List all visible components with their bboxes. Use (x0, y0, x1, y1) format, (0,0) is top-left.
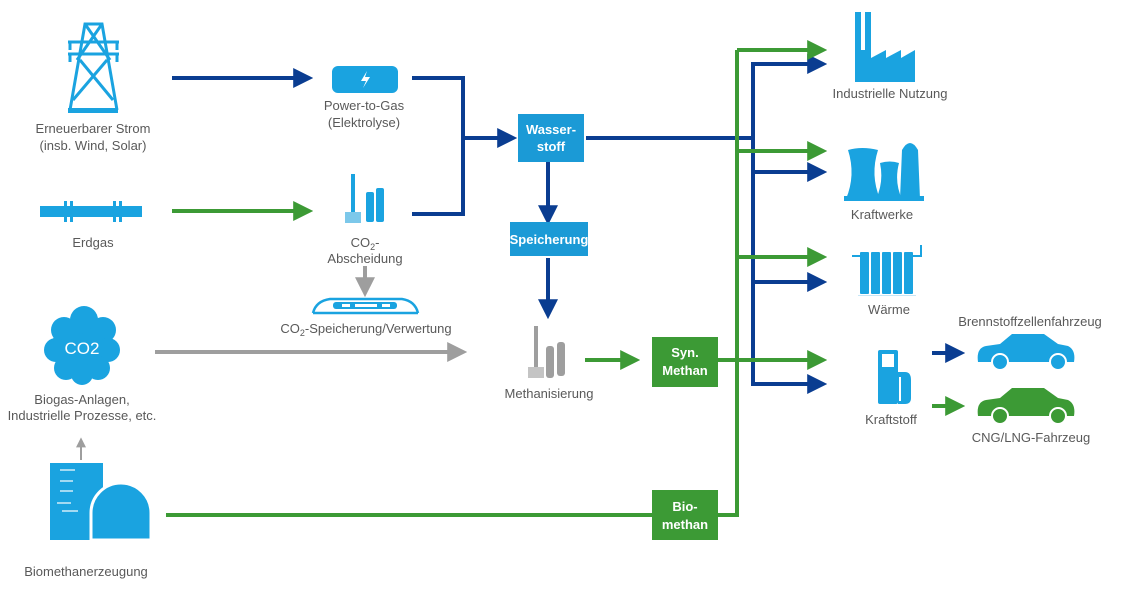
bio-methan-line1: Bio- (672, 499, 697, 514)
syn-methan-line1: Syn. (671, 345, 698, 360)
power-plant-icon (844, 143, 924, 201)
co2-cloud-icon (44, 306, 120, 385)
sink-kraftwerke: Kraftwerke (844, 143, 924, 222)
radiator-icon (852, 245, 922, 296)
fuel-pump-icon (878, 350, 911, 404)
flow-lines (76, 40, 966, 517)
wasserstoff-line1: Wasser- (526, 122, 576, 137)
co2-cloud-text: CO2 (65, 339, 100, 358)
sink-waerme: Wärme (852, 245, 922, 317)
power-pylon-icon (68, 22, 119, 113)
strom-label-line1: Erneuerbarer Strom (36, 121, 151, 136)
line-ptg-to-junction (412, 76, 465, 216)
process-ptg: Power-to-Gas (Elektrolyse) (324, 66, 405, 130)
pipeline-icon (40, 201, 142, 222)
box-bio-methan: Bio- methan (652, 490, 718, 540)
line-green-distribution (718, 50, 739, 517)
box-wasserstoff: Wasser- stoff (518, 114, 584, 162)
electrolyser-icon (332, 66, 398, 93)
biomethan-source-label: Biomethanerzeugung (24, 564, 148, 579)
erdgas-label: Erdgas (72, 235, 114, 250)
fcev-label: Brennstoffzellenfahrzeug (958, 314, 1102, 329)
source-strom: Erneuerbarer Strom (insb. Wind, Solar) (36, 22, 151, 153)
ptg-label-line2: (Elektrolyse) (328, 115, 400, 130)
strom-label-line2: (insb. Wind, Solar) (40, 138, 147, 153)
sink-kraftstoff: Kraftstoff (865, 350, 917, 427)
industrie-label: Industrielle Nutzung (833, 86, 948, 101)
storage-tank-icon (311, 297, 420, 315)
sink-fcev: Brennstoffzellenfahrzeug (958, 314, 1102, 371)
box-syn-methan: Syn. Methan (652, 337, 718, 387)
sink-cng: CNG/LNG-Fahrzeug (972, 388, 1090, 445)
syn-methan-line2: Methan (662, 363, 708, 378)
wasserstoff-line2: stoff (537, 139, 566, 154)
waerme-label: Wärme (868, 302, 910, 317)
source-co2: CO2 Biogas-Anlagen, Industrielle Prozess… (8, 306, 157, 423)
sink-industrie: Industrielle Nutzung (833, 12, 948, 101)
source-erdgas: Erdgas (40, 201, 142, 250)
co2-source-line1: Biogas-Anlagen, (34, 392, 129, 407)
kraftstoff-label: Kraftstoff (865, 412, 917, 427)
biogas-plant-icon (50, 463, 153, 542)
box-speicherung: Speicherung (510, 222, 589, 256)
co2-capture-label-line2: Abscheidung (327, 251, 402, 266)
process-co2-capture: CO2- Abscheidung (327, 174, 403, 266)
industry-plant-icon (345, 174, 384, 223)
car-icon (977, 388, 1075, 425)
co2-storage-label: CO2-Speicherung/Verwertung (280, 321, 451, 338)
process-methanisierung: Methanisierung (505, 326, 594, 401)
source-biomethan: Biomethanerzeugung (24, 463, 153, 579)
line-blue-distribution (751, 62, 828, 394)
factory-icon (855, 12, 915, 82)
ptg-label-line1: Power-to-Gas (324, 98, 405, 113)
co2-capture-label-line1: CO2- (351, 235, 380, 252)
kraftwerke-label: Kraftwerke (851, 207, 913, 222)
cng-label: CNG/LNG-Fahrzeug (972, 430, 1090, 445)
industry-plant-icon (528, 326, 565, 378)
methanisierung-label: Methanisierung (505, 386, 594, 401)
bio-methan-line2: methan (662, 517, 708, 532)
process-co2-storage: CO2-Speicherung/Verwertung (280, 297, 452, 338)
speicherung-label: Speicherung (510, 232, 589, 247)
car-icon (977, 334, 1075, 371)
co2-source-line2: Industrielle Prozesse, etc. (8, 408, 157, 423)
